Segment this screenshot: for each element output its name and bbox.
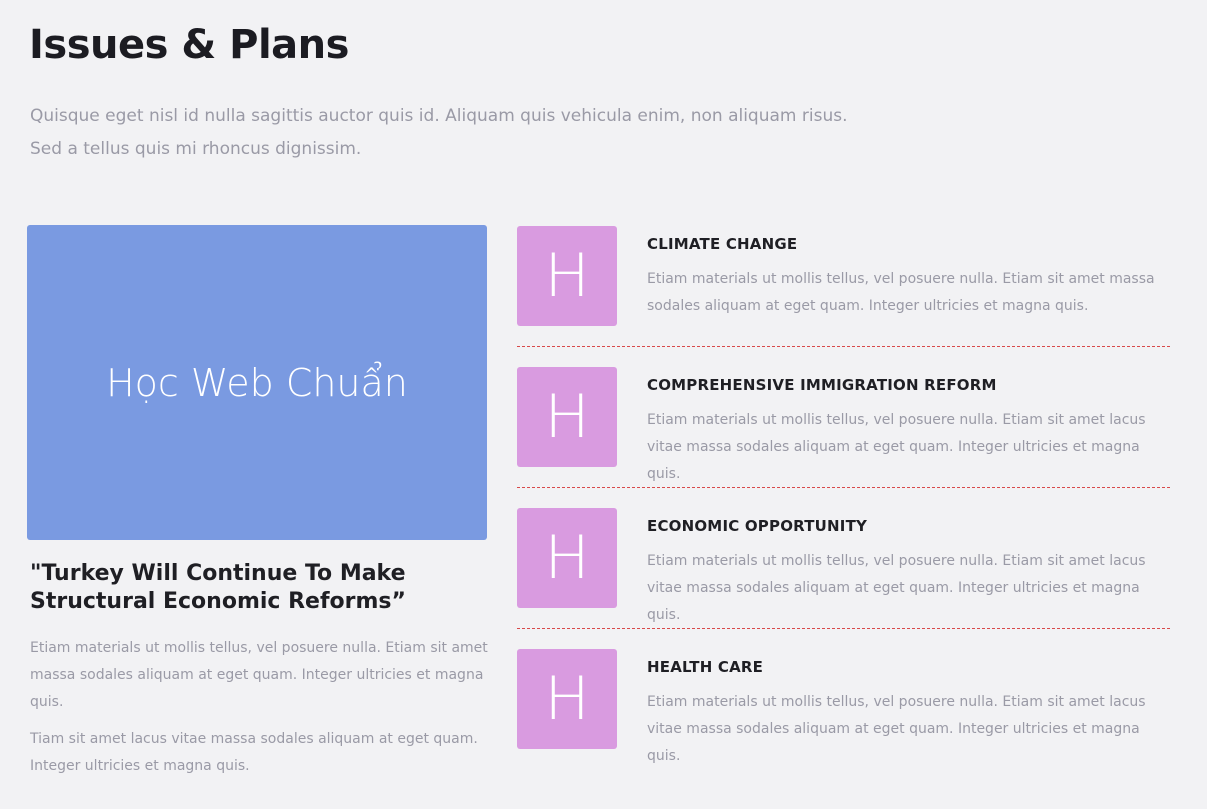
issue-description: Etiam materials ut mollis tellus, vel po…: [647, 553, 1146, 623]
thumbnail-letter: H: [544, 382, 590, 452]
issue-item-economic-opportunity: H ECONOMIC OPPORTUNITY Etiam materials u…: [517, 508, 1170, 649]
issue-item-immigration-reform: H COMPREHENSIVE IMMIGRATION REFORM Etiam…: [517, 367, 1170, 508]
feature-paragraph-1: Etiam materials ut mollis tellus, vel po…: [30, 640, 488, 710]
issue-thumbnail[interactable]: H: [517, 508, 617, 608]
feature-image-text: Học Web Chuẩn: [106, 360, 408, 405]
issue-item-health-care: H HEALTH CARE Etiam materials ut mollis …: [517, 649, 1170, 790]
issue-item-climate-change: H CLIMATE CHANGE Etiam materials ut moll…: [517, 226, 1170, 367]
issue-description: Etiam materials ut mollis tellus, vel po…: [647, 694, 1146, 764]
issue-thumbnail[interactable]: H: [517, 367, 617, 467]
divider: [517, 628, 1170, 629]
issues-list: H CLIMATE CHANGE Etiam materials ut moll…: [517, 226, 1170, 790]
divider: [517, 487, 1170, 488]
thumbnail-letter: H: [544, 241, 590, 311]
issue-description: Etiam materials ut mollis tellus, vel po…: [647, 271, 1155, 314]
issue-thumbnail[interactable]: H: [517, 649, 617, 749]
thumbnail-letter: H: [544, 664, 590, 734]
feature-quote-title[interactable]: "Turkey Will Continue To Make Structural…: [30, 561, 406, 614]
feature-image[interactable]: Học Web Chuẩn: [27, 225, 487, 540]
issue-thumbnail[interactable]: H: [517, 226, 617, 326]
issue-heading[interactable]: HEALTH CARE: [647, 658, 764, 676]
feature-paragraph-2: Tiam sit amet lacus vitae massa sodales …: [30, 731, 478, 774]
issue-description: Etiam materials ut mollis tellus, vel po…: [647, 412, 1146, 482]
page-title: Issues & Plans: [29, 22, 349, 68]
issue-heading[interactable]: CLIMATE CHANGE: [647, 235, 798, 253]
intro-text: Quisque eget nisl id nulla sagittis auct…: [30, 106, 848, 159]
issue-heading[interactable]: COMPREHENSIVE IMMIGRATION REFORM: [647, 376, 997, 394]
issue-heading[interactable]: ECONOMIC OPPORTUNITY: [647, 517, 868, 535]
divider: [517, 346, 1170, 347]
thumbnail-letter: H: [544, 523, 590, 593]
